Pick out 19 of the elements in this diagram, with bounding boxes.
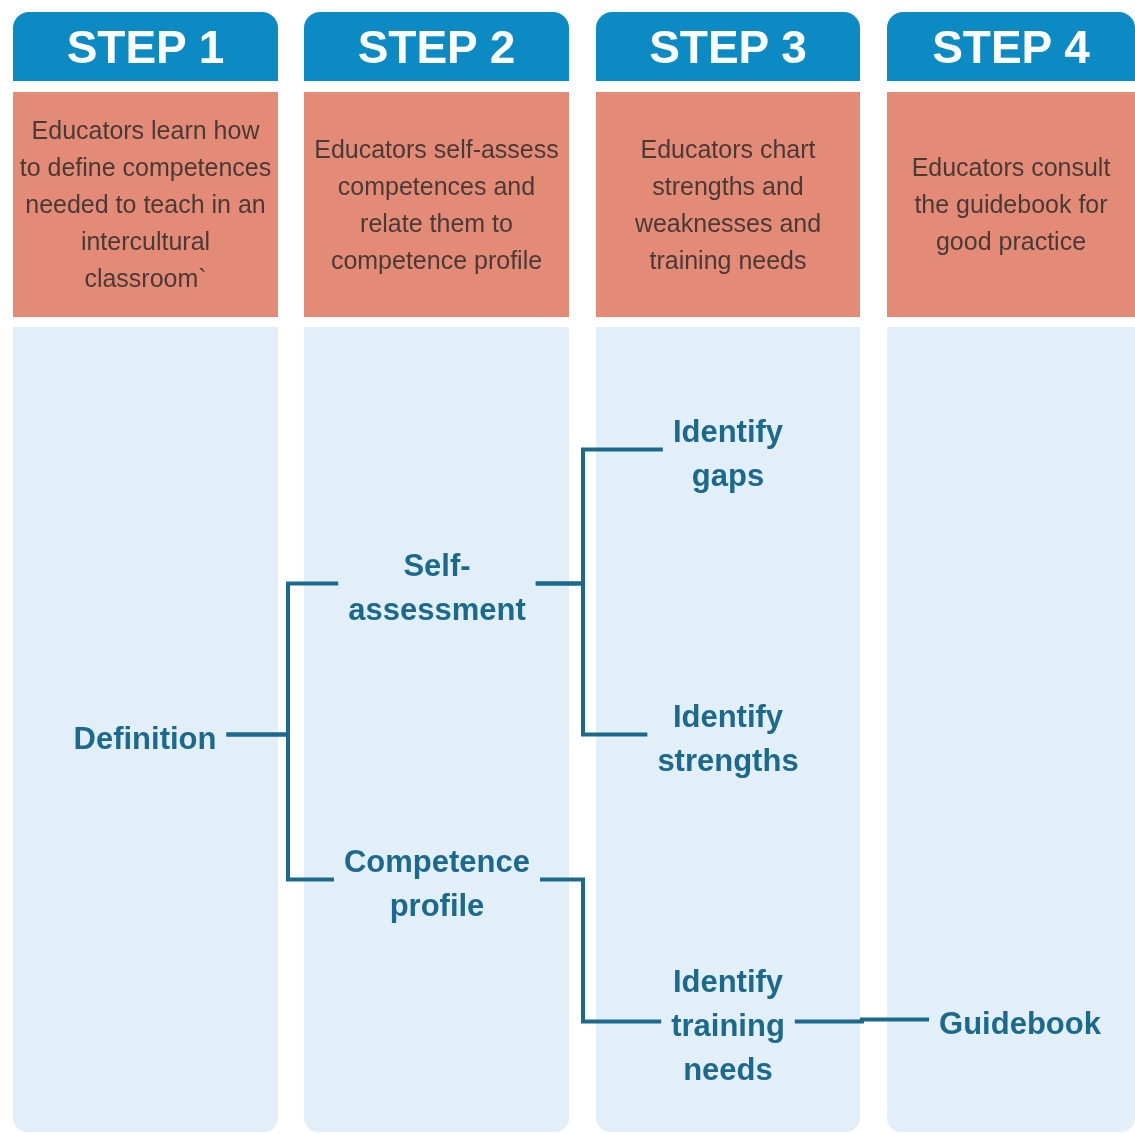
connector-line	[226, 732, 334, 882]
step-term: Identify training needs	[661, 960, 795, 1092]
step-term: Identify gaps	[662, 410, 794, 498]
step-term: Self-assessment	[338, 544, 536, 632]
connector-line	[535, 581, 648, 737]
step-term: Identify strengths	[647, 695, 809, 783]
step-header: STEP 1	[13, 12, 278, 81]
description-box: Educators consult the guidebook for good practice	[887, 92, 1135, 317]
step-header: STEP 3	[596, 12, 860, 81]
step-term: Guidebook	[929, 1002, 1111, 1046]
step-term: Competence profile	[333, 840, 540, 928]
description-box: Educators learn how to define competences needed to teach in an intercultural classroom`	[13, 92, 278, 317]
step-header: STEP 4	[887, 12, 1135, 81]
description-box: Educators self-assess competences and relate them to competence profile	[304, 92, 569, 317]
step-term: Definition	[63, 717, 227, 761]
connector-line	[794, 1017, 930, 1024]
step-header: STEP 2	[304, 12, 569, 81]
connector-line	[540, 877, 662, 1024]
description-box: Educators chart strengths and weaknesses and training needs	[596, 92, 860, 317]
